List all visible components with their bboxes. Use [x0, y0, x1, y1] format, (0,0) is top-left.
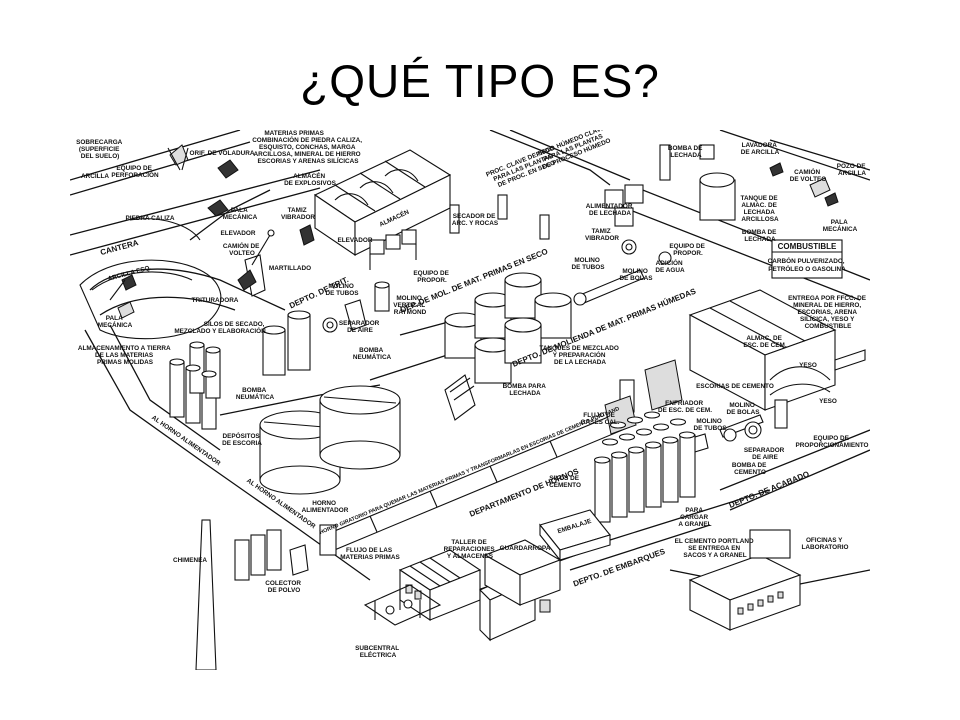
label-almacen-explosivos: ALMACÉN DE EXPLOSIVOS	[284, 171, 337, 187]
dust-collector	[234, 529, 309, 581]
label-yeso-bottom: YESO	[819, 398, 837, 405]
offices-building	[688, 529, 802, 631]
label-equipo-perforacion: EQUIPO DE PERFORACIÓN	[111, 165, 159, 179]
label-cemento-portland: EL CEMENTO PORTLAND SE ENTREGA EN SACOS …	[675, 538, 756, 559]
label-bomba-neumatica-mid: BOMBA NEUMÁTICA	[353, 347, 392, 361]
label-tanque-almac: TANQUE DE ALMAC. DE LECHADA ARCILLOSA	[741, 195, 780, 223]
wet-grinding-equipment	[539, 144, 839, 306]
dry-grinding-equipment	[299, 194, 508, 333]
label-enfriador: ENFRIADOR DE ESC. DE CEM.	[658, 400, 712, 414]
label-almac-esc: ALMAC. DE ESC. DE CEM.	[743, 335, 787, 349]
label-oficinas: OFICINAS Y LABORATORIO	[802, 537, 849, 551]
label-escorias-cemento: ESCORIAS DE CEMENTO	[696, 383, 774, 390]
label-tanques-mezclado: TANQUES DE MEZCLADO Y PREPARACIÓN DE LA …	[539, 345, 620, 366]
label-adicion-agua: ADICIÓN DE AGUA	[655, 258, 685, 274]
label-guardarropa: GUARDARROPA	[500, 545, 551, 552]
slag-deposits	[259, 385, 401, 495]
label-tamiz-vibrador-left: TAMIZ VIBRADOR	[281, 207, 315, 221]
label-pala-mecanica-left: PALA MECÁNICA	[98, 315, 133, 329]
label-camion-volteo-right: CAMIÓN DE VOLTEO	[790, 167, 826, 183]
label-tamiz-vibrador-right: TAMIZ VIBRADOR	[585, 228, 619, 242]
label-horno-alimentador: HORNO ALIMENTADOR	[302, 500, 349, 514]
label-secador: SECADOR DE ARC. Y ROCAS	[452, 213, 499, 227]
label-equipo-propor-right: EQUIPO DE PROPOR.	[669, 243, 706, 257]
label-entrega: ENTREGA POR FFCC. DE MINERAL DE HIERRO, …	[788, 295, 868, 330]
label-bomba-neumatica-left: BOMBA NEUMÁTICA	[236, 387, 275, 401]
label-separador-aire-left: SEPARADOR DE AIRE	[339, 320, 381, 334]
label-piedra-caliza: PIEDRA CALIZA	[125, 215, 174, 222]
label-bomba-lechada-mid: BOMBA PARA LECHADA	[503, 383, 548, 397]
label-separador-aire-right: SEPARADOR DE AIRE	[744, 447, 786, 461]
label-lavadora-arcilla: LAVADORA DE ARCILLA	[741, 142, 780, 156]
chimney	[195, 519, 217, 670]
label-sobrecarga: SOBRECARGA (SUPERFICIE DEL SUELO)	[76, 139, 124, 160]
label-silos-secado: SILOS DE SECADO, MEZCLADO Y ELABORACIÓN	[174, 321, 266, 335]
label-flujo-materias: FLUJO DE LAS MATERIAS PRIMAS	[340, 547, 400, 561]
label-depositos-escoria: DEPÓSITOS DE ESCORIA	[222, 431, 262, 447]
label-flujo-gases: FLUJO DE GASES CAL.	[580, 412, 619, 426]
label-cantera: CANTERA	[99, 238, 139, 257]
electric-substation	[363, 584, 442, 626]
label-elevador-left: ELEVADOR	[220, 230, 255, 237]
cement-silos	[593, 411, 696, 523]
clinker-storage-building	[688, 289, 866, 411]
label-colector-polvo: COLECTOR DE POLVO	[265, 580, 303, 594]
label-chimenea: CHIMENEA	[173, 557, 207, 564]
label-arcilla-top: ARCILLA	[81, 173, 109, 180]
ground-storage-silos	[169, 341, 221, 430]
label-equipo-propor-left: EQUIPO DE PROPOR.	[413, 270, 450, 284]
label-combustible-title: COMBUSTIBLE	[778, 242, 837, 251]
label-materias-primas: MATERIAS PRIMAS COMBINACIÓN DE PIEDRA CA…	[252, 130, 364, 165]
label-molino-vertical: MOLINO VERTICAL RAYMOND	[393, 295, 427, 316]
label-molino-tubos-mid: MOLINO DE TUBOS	[571, 257, 605, 271]
label-proc-humedo: PROC. HÚMEDO CLAVE PARA LAS PLANTAS DE P…	[535, 130, 613, 171]
label-orif-voladura: ORIF. DE VOLADURA	[190, 150, 255, 157]
finish-mill	[619, 359, 788, 455]
label-martillado: MARTILLADO	[269, 265, 311, 272]
label-molino-tubos-left: MOLINO DE TUBOS	[325, 283, 359, 297]
label-camion-volteo-left: CAMIÓN DE VOLTEO	[223, 241, 261, 257]
fuel-box	[771, 239, 843, 279]
label-pala-mecanica-mid: PALA MECÁNICA	[223, 207, 258, 221]
label-para-cargar: PARA CARGAR A GRANEL	[678, 507, 711, 528]
label-molino-bolas-mid: MOLINO DE BOLAS	[619, 268, 653, 282]
drying-mixing-silos	[262, 310, 311, 376]
label-depto-embarques: DEPTO. DE EMBARQUES	[572, 547, 667, 589]
label-yeso-top: YESO	[799, 362, 817, 369]
label-taller: TALLER DE REPARACIONES Y ALMACENES	[444, 539, 497, 560]
packing-platform	[539, 509, 611, 562]
label-almacenamiento: ALMACENAMIENTO A TIERRA DE LAS MATERIAS …	[78, 345, 172, 366]
label-bomba-cemento: BOMBA DE CEMENTO	[732, 462, 768, 476]
label-equipo-proporcionamiento: EQUIPO DE PROPORCIONAMIENTO	[795, 435, 868, 449]
label-pozo-arcilla: POZO DE ARCILLA	[837, 163, 868, 177]
cement-plant-diagram: SOBRECARGA (SUPERFICIE DEL SUELO) ARCILL…	[70, 130, 870, 670]
slide-title: ¿QUÉ TIPO ES?	[300, 55, 660, 107]
slurry-tanks	[444, 272, 572, 421]
label-elevador-mid: ELEVADOR	[337, 237, 372, 244]
label-bomba-lechada-right: BOMBA DE LECHADA	[742, 229, 778, 243]
label-molino-tubos-right: MOLINO DE TUBOS	[693, 418, 727, 432]
locker-room-building	[483, 539, 562, 613]
label-pala-mecanica-right: PALA MECÁNICA	[823, 219, 858, 233]
label-combustible-body: CARBÓN PULVERIZADO, PETRÓLEO O GASOLINA	[768, 256, 847, 273]
label-trituradora: TRITURADORA	[192, 297, 239, 304]
label-bomba-lechada-top: BOMBA DE LECHADA	[668, 145, 704, 159]
label-alimentador-lechada: ALIMENTADOR DE LECHADA	[586, 203, 635, 217]
label-subcentral: SUBCENTRAL ELÉCTRICA	[355, 645, 401, 659]
raw-materials-building	[313, 149, 452, 257]
label-silos-cemento: SILOS DE CEMENTO	[549, 475, 581, 489]
quarry-area	[79, 144, 275, 340]
label-molino-bolas-right: MOLINO DE BOLAS	[726, 402, 760, 416]
